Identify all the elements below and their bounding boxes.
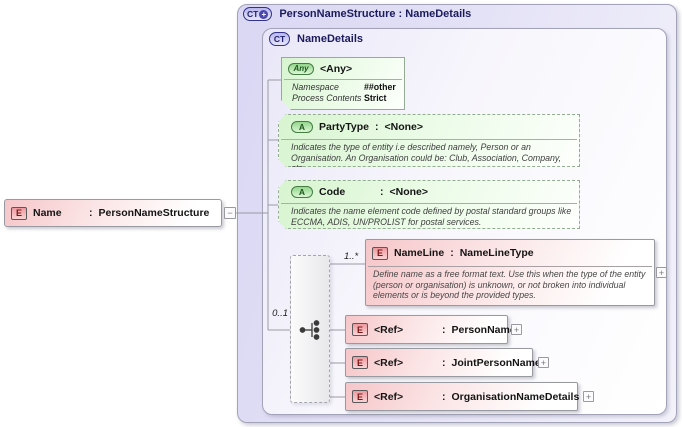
attribute-name: PartyType xyxy=(319,121,369,133)
complextype-badge: CT xyxy=(269,32,290,46)
attribute-badge: A xyxy=(291,186,313,198)
base-type-title: NameDetails xyxy=(297,33,364,45)
divider xyxy=(368,266,652,267)
property-row-namespace: Namespace ##other xyxy=(292,82,396,92)
attribute-description: Indicates the name element code defined … xyxy=(291,206,572,227)
colon: : xyxy=(375,121,379,133)
any-title: <Any> xyxy=(320,62,353,75)
colon: : xyxy=(442,323,446,336)
divider xyxy=(284,79,402,80)
cardinality-label-group: 0..1 xyxy=(272,308,288,319)
divider xyxy=(281,139,577,140)
element-badge: E xyxy=(352,390,368,403)
property-row-process-contents: Process Contents Strict xyxy=(292,92,387,103)
expand-button-organisationnamedetails[interactable]: + xyxy=(583,391,594,402)
attribute-type: <None> xyxy=(384,121,424,133)
element-type: JointPersonName xyxy=(451,356,541,369)
divider xyxy=(281,203,577,204)
element-type: PersonName xyxy=(451,323,516,336)
element-badge: E xyxy=(352,356,368,369)
element-box-organisationnamedetails[interactable]: E <Ref> : OrganisationNameDetails xyxy=(345,382,580,411)
cardinality-label-nameline: 1..* xyxy=(344,251,359,262)
element-badge: E xyxy=(11,206,27,220)
colon: : xyxy=(89,207,93,219)
any-badge: Any xyxy=(288,63,314,75)
attribute-badge: A xyxy=(291,121,313,133)
element-ref-label: <Ref> xyxy=(374,356,404,369)
sequence-group-box[interactable] xyxy=(290,255,330,403)
derived-plus-icon: + xyxy=(259,9,269,19)
element-name: NameLine xyxy=(394,247,445,259)
colon: : xyxy=(450,247,454,259)
element-box-nameline[interactable]: E NameLine : NameLineType Define name as… xyxy=(365,239,655,306)
attribute-box-code[interactable]: A Code : <None> Indicates the name eleme… xyxy=(278,180,580,229)
element-name: Name xyxy=(33,207,62,219)
element-ref-label: <Ref> xyxy=(374,323,404,336)
expand-button-nameline[interactable]: + xyxy=(656,267,667,278)
sequence-icon xyxy=(299,320,320,340)
complextype-badge: CT+ xyxy=(243,7,273,21)
complextype-title: PersonNameStructure : NameDetails xyxy=(279,8,472,20)
expand-button-personname[interactable]: + xyxy=(511,324,522,335)
element-box-name[interactable]: E Name : PersonNameStructure xyxy=(4,199,222,227)
element-box-jointpersonname[interactable]: E <Ref> : JointPersonName xyxy=(345,348,541,377)
element-badge: E xyxy=(352,323,368,336)
any-wildcard-box[interactable]: Any <Any> Namespace ##other Process Cont… xyxy=(281,57,405,110)
element-type: PersonNameStructure xyxy=(98,207,210,219)
element-type: OrganisationNameDetails xyxy=(451,390,580,403)
attribute-box-partytype[interactable]: A PartyType : <None> Indicates the type … xyxy=(278,114,580,167)
expand-button-jointpersonname[interactable]: + xyxy=(538,357,549,368)
attribute-type: <None> xyxy=(389,186,429,198)
element-description: Define name as a free format text. Use t… xyxy=(373,269,646,301)
element-type: NameLineType xyxy=(459,247,534,259)
element-box-personname[interactable]: E <Ref> : PersonName xyxy=(345,315,516,344)
element-badge: E xyxy=(372,246,388,260)
attribute-name: Code xyxy=(319,186,346,198)
colon: : xyxy=(442,390,446,403)
element-ref-label: <Ref> xyxy=(374,390,404,403)
collapse-button[interactable]: − xyxy=(224,207,236,219)
colon: : xyxy=(380,186,384,198)
colon: : xyxy=(442,356,446,369)
